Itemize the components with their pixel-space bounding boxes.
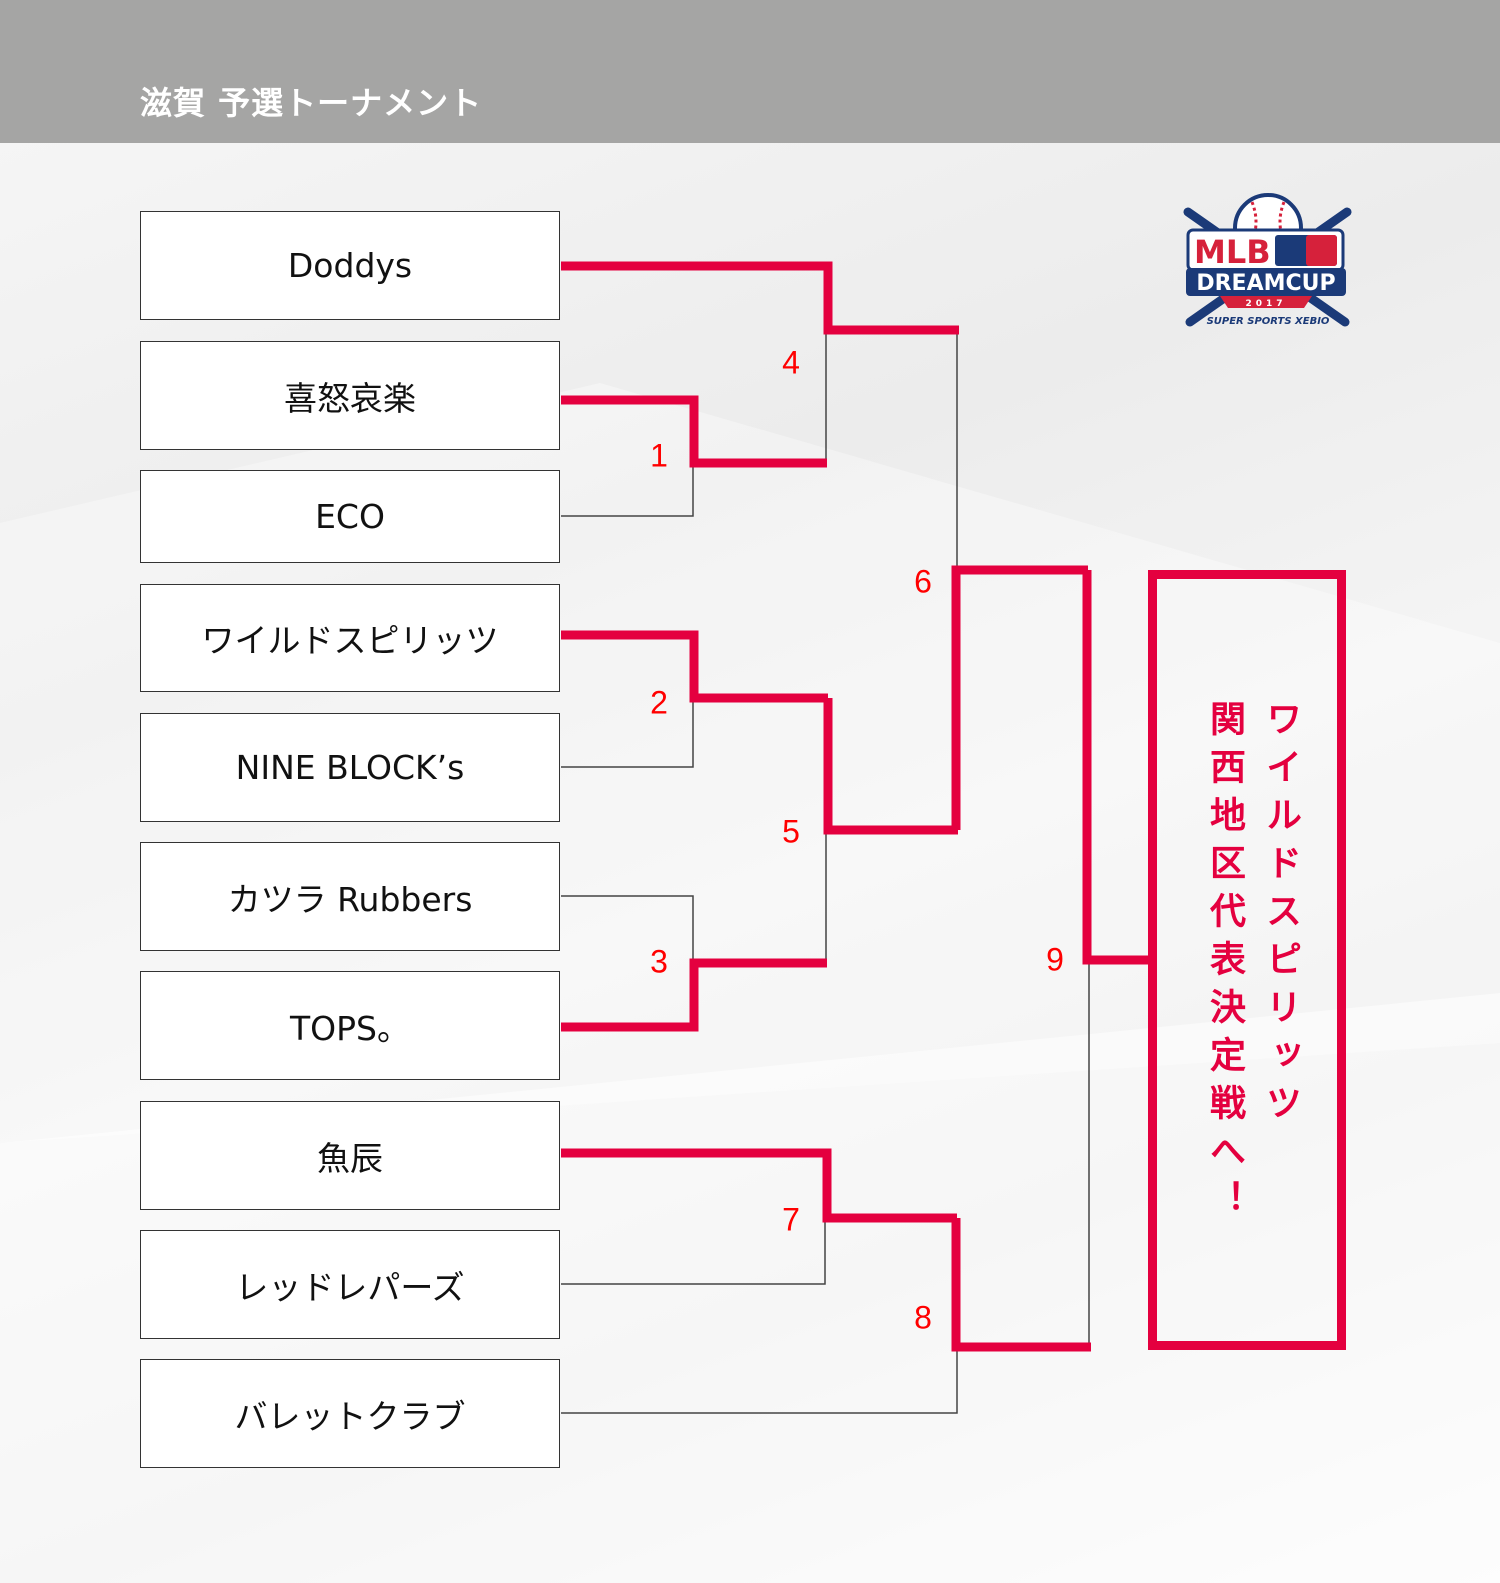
team-box: 魚辰 xyxy=(140,1101,560,1210)
bracket-line-winner xyxy=(561,630,828,703)
winner-message: 関西地区代表決定戦へ！ xyxy=(1204,700,1245,1228)
bracket-line-winner xyxy=(561,1148,957,1223)
bracket-line-winner xyxy=(823,698,958,835)
bracket-line-winner xyxy=(561,261,959,335)
match-number: 3 xyxy=(650,943,668,980)
bracket-line-winner xyxy=(951,1218,1091,1352)
match-number: 6 xyxy=(914,563,932,600)
mlb-dreamcup-logo: MLB DREAMCUP 2017 SUPER SPORTS XEBIO xyxy=(1183,193,1352,327)
match-number: 9 xyxy=(1046,941,1064,978)
bracket-line-loser xyxy=(561,1218,826,1285)
bracket-line-loser xyxy=(561,463,694,517)
match-number: 2 xyxy=(650,684,668,721)
bracket-line-winner xyxy=(1082,570,1150,965)
match-number: 4 xyxy=(782,344,800,381)
svg-text:DREAMCUP: DREAMCUP xyxy=(1196,271,1335,296)
winner-box xyxy=(1148,570,1346,1350)
team-box: Doddys xyxy=(140,211,560,320)
page-title: 滋賀 予選トーナメント xyxy=(140,84,483,122)
team-box: カツラ Rubbers xyxy=(140,842,560,951)
team-box: ワイルドスピリッツ xyxy=(140,584,560,692)
bracket-line-winner xyxy=(951,565,1088,830)
bracket-line-winner xyxy=(561,958,827,1032)
match-number: 8 xyxy=(914,1299,932,1336)
svg-text:SUPER SPORTS XEBIO: SUPER SPORTS XEBIO xyxy=(1207,316,1330,327)
header-bar: 滋賀 予選トーナメント xyxy=(0,0,1500,143)
team-box: バレットクラブ xyxy=(140,1359,560,1468)
team-box: レッドレパーズ xyxy=(140,1230,560,1339)
team-box: NINE BLOCK’s xyxy=(140,713,560,822)
bracket-line-loser xyxy=(561,698,694,768)
svg-text:2017: 2017 xyxy=(1245,299,1286,309)
bracket-line-loser xyxy=(561,895,694,963)
bracket-line-winner xyxy=(561,395,827,468)
team-box: TOPS。 xyxy=(140,971,560,1080)
svg-text:MLB: MLB xyxy=(1194,233,1271,271)
team-box: ECO xyxy=(140,470,560,563)
match-number: 1 xyxy=(650,437,668,474)
bracket-line-loser xyxy=(561,1347,958,1414)
match-number: 5 xyxy=(782,813,800,850)
match-number: 7 xyxy=(782,1201,800,1238)
team-box: 喜怒哀楽 xyxy=(140,341,560,450)
winner-team: ワイルドスピリッツ xyxy=(1260,700,1301,1132)
